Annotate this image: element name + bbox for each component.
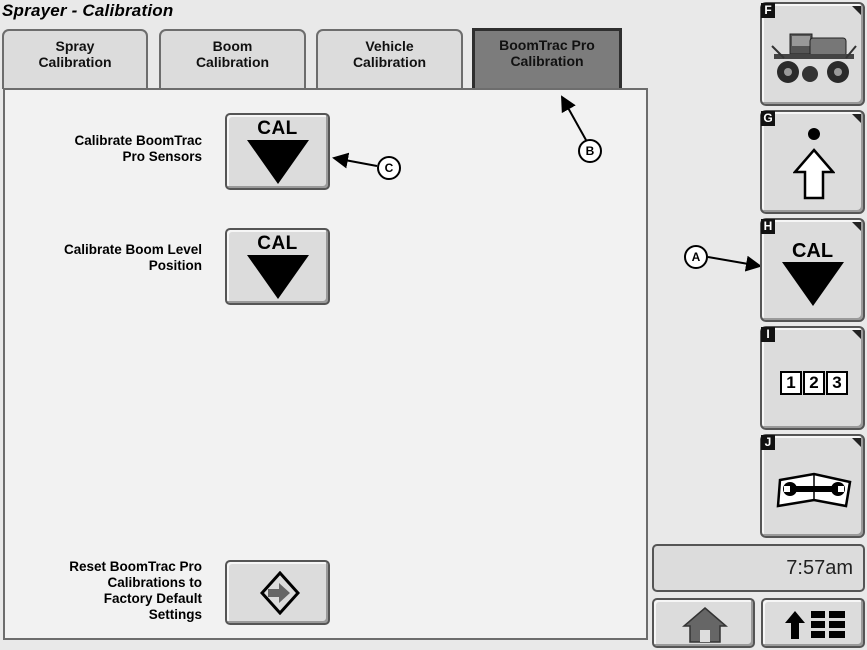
cal-softkey[interactable]: H CAL	[760, 218, 865, 322]
tab-vehicle-calibration[interactable]: Vehicle Calibration	[316, 29, 463, 89]
callout-b: B	[578, 139, 602, 163]
keypad-digit: 3	[826, 371, 848, 395]
sprayer-softkey[interactable]: F	[760, 2, 865, 106]
home-icon	[682, 607, 728, 643]
calibrate-boom-level-button[interactable]: CAL	[225, 228, 330, 305]
tab-label: Calibration	[38, 54, 112, 70]
wrench-book-icon	[776, 472, 852, 508]
label-line: Calibrations to	[107, 575, 202, 590]
keypad-digit: 1	[780, 371, 802, 395]
tab-label: Vehicle	[365, 38, 414, 54]
corner-marker	[852, 114, 861, 123]
corner-marker	[852, 222, 861, 231]
calibrate-sensors-button[interactable]: CAL	[225, 113, 330, 190]
corner-marker	[852, 438, 861, 447]
service-manual-softkey[interactable]: J	[760, 434, 865, 538]
leader-a	[707, 255, 762, 272]
callout-c: C	[377, 156, 401, 180]
tab-boomtrac-pro-calibration[interactable]: BoomTrac Pro Calibration	[472, 28, 622, 93]
cal-label: CAL	[257, 233, 298, 254]
cal-label: CAL	[791, 240, 834, 262]
numeric-keypad-icon: 1 2 3	[780, 371, 848, 395]
menu-up-button[interactable]	[761, 598, 865, 648]
time-display: 7:57am	[652, 544, 865, 592]
tab-boom-calibration[interactable]: Boom Calibration	[159, 29, 306, 89]
tab-label: Calibration	[195, 54, 270, 70]
calibrate-boom-level-label: Calibrate Boom Level Position	[10, 242, 202, 274]
home-button[interactable]	[652, 598, 755, 648]
softkey-letter: F	[761, 3, 775, 18]
tab-spray-calibration[interactable]: Spray Calibration	[2, 29, 148, 89]
label-line: Position	[148, 258, 202, 273]
softkey-letter: H	[761, 219, 775, 234]
corner-marker	[852, 6, 861, 15]
up-softkey[interactable]: G	[760, 110, 865, 214]
reset-calibrations-label: Reset BoomTrac Pro Calibrations to Facto…	[10, 559, 202, 623]
enter-arrow-icon	[260, 571, 300, 615]
softkey-letter: J	[761, 435, 775, 450]
softkey-letter: I	[761, 327, 775, 342]
corner-marker	[852, 330, 861, 339]
up-arrow-dot-icon	[793, 128, 835, 200]
page-title: Sprayer - Calibration	[2, 1, 174, 20]
calibrate-sensors-label: Calibrate BoomTrac Pro Sensors	[10, 133, 202, 165]
down-triangle-icon	[247, 140, 309, 184]
keypad-softkey[interactable]: I 1 2 3	[760, 326, 865, 430]
reset-calibrations-button[interactable]	[225, 560, 330, 625]
label-line: Pro Sensors	[122, 149, 202, 164]
tab-label: Boom	[212, 38, 253, 54]
keypad-digit: 2	[803, 371, 825, 395]
down-triangle-icon	[247, 255, 309, 299]
tab-label: Calibration	[510, 53, 584, 69]
softkey-letter: G	[761, 111, 775, 126]
label-line: Settings	[148, 607, 202, 622]
tab-label: Spray	[55, 38, 95, 54]
label-line: Factory Default	[103, 591, 202, 606]
menu-up-icon	[785, 611, 845, 639]
label-line: Reset BoomTrac Pro	[69, 559, 202, 574]
tab-label: Calibration	[352, 54, 427, 70]
tab-label: BoomTrac Pro	[499, 37, 595, 53]
label-line: Calibrate Boom Level	[63, 242, 202, 257]
callout-a: A	[684, 245, 708, 269]
cal-label: CAL	[257, 118, 298, 139]
label-line: Calibrate BoomTrac	[74, 133, 202, 148]
sprayer-vehicle-icon	[771, 33, 857, 83]
down-triangle-icon	[782, 262, 844, 306]
